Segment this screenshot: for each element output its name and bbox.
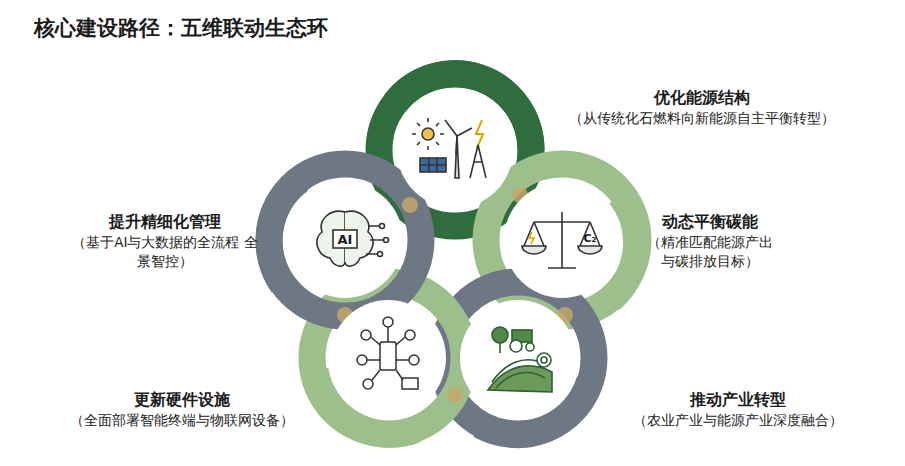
path-label: 推动产业转型（农业产业与能源产业深度融合） (588, 390, 888, 430)
icon-label: AI (338, 232, 353, 247)
scale-icon (522, 212, 602, 268)
path-label: 更新硬件设施（全面部署智能终端与物联网设备） (22, 390, 342, 430)
energy-icon (412, 118, 486, 178)
path-label: 提升精细化管理（基于AI与大数据的全流程 全景智控） (70, 212, 260, 272)
icon-grounds (287, 92, 620, 416)
path-heading: 推动产业转型 (588, 390, 888, 411)
devices-icon (357, 317, 419, 389)
path-heading: 优化能源结构 (532, 88, 872, 109)
ring-band (269, 164, 421, 316)
brain-icon (317, 211, 389, 266)
path-description: （精准匹配能源产出 与碳排放目标） (640, 233, 780, 272)
path-heading: 动态平衡碳能 (640, 212, 780, 233)
path-label: 动态平衡碳能（精准匹配能源产出 与碳排放目标） (640, 212, 780, 272)
interlocking-rings (269, 74, 638, 435)
farm-icon (488, 327, 552, 392)
path-description: （从传统化石燃料向新能源自主平衡转型） (532, 109, 872, 129)
path-description: （农业产业与能源产业深度融合） (588, 411, 888, 431)
path-description: （全面部署智能终端与物联网设备） (22, 411, 342, 431)
icon-label: C₂ (584, 232, 597, 245)
path-description: （基于AI与大数据的全流程 全景智控） (70, 233, 260, 272)
path-label: 优化能源结构（从传统化石燃料向新能源自主平衡转型） (532, 88, 872, 128)
ring-band (442, 282, 594, 434)
path-heading: 提升精细化管理 (70, 212, 260, 233)
path-heading: 更新硬件设施 (22, 390, 342, 411)
diagram-title: 核心建设路径：五维联动生态环 (34, 14, 328, 42)
